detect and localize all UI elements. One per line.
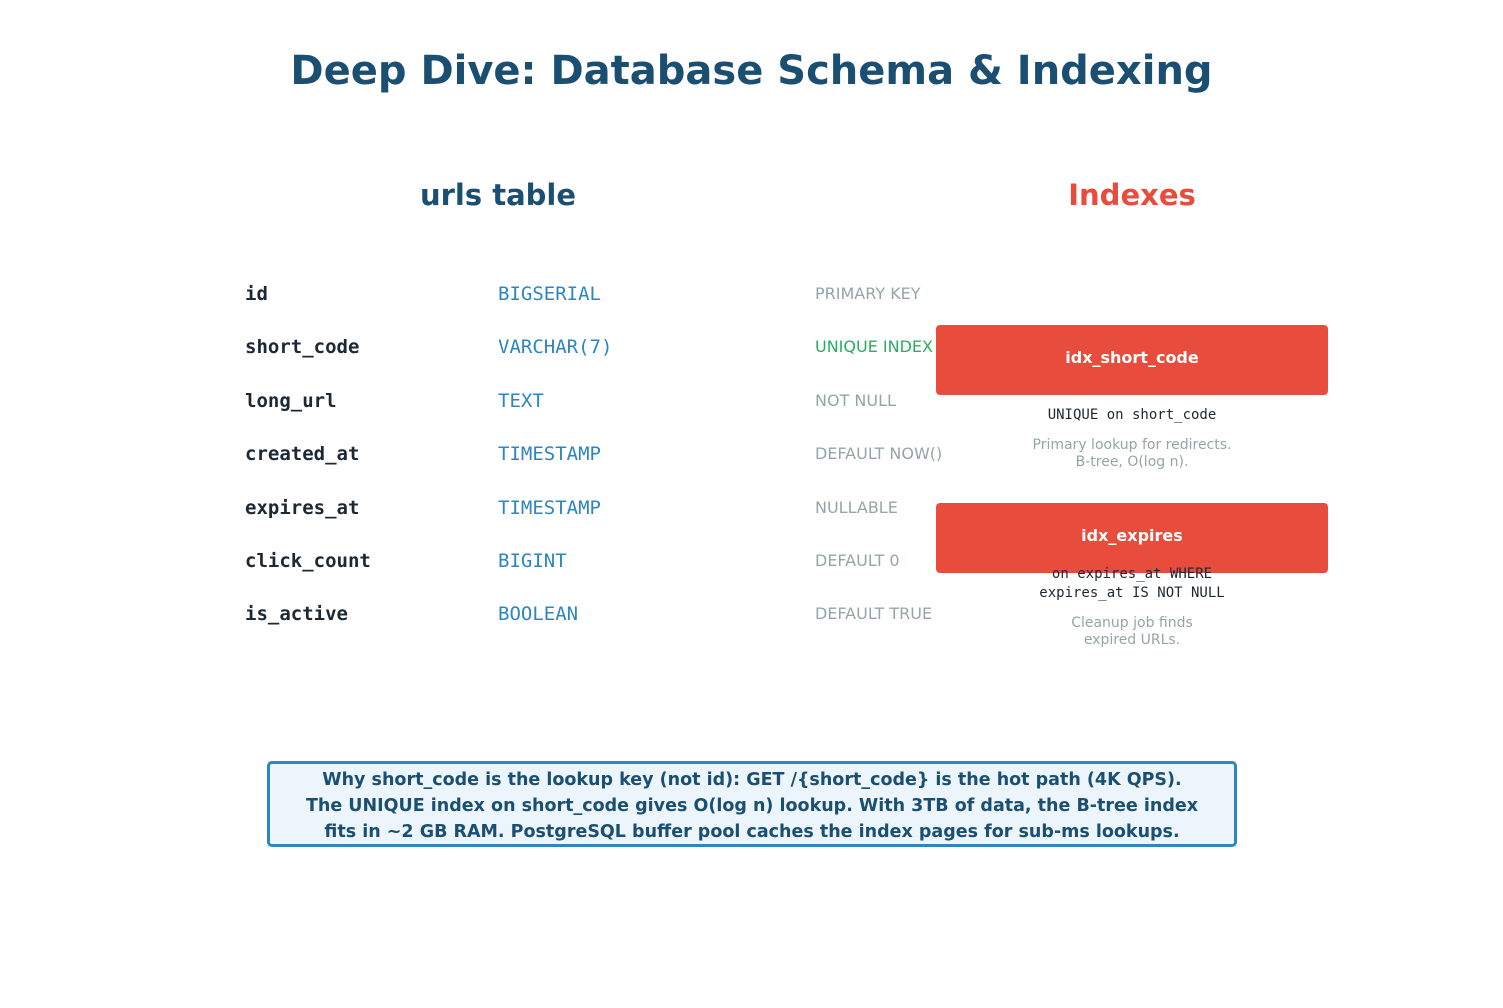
column-constraint: NOT NULL bbox=[815, 391, 896, 410]
column-name: short_code bbox=[245, 336, 360, 358]
table-section-title: urls table bbox=[419, 178, 577, 212]
index-description: Cleanup job finds expired URLs. bbox=[936, 615, 1328, 649]
column-name: is_active bbox=[245, 603, 348, 625]
index-card-expires: idx_expires bbox=[936, 503, 1328, 573]
index-section-title: Indexes bbox=[1068, 178, 1196, 212]
index-description-line: B-tree, O(log n). bbox=[1075, 454, 1189, 470]
table-row: long_url TEXT NOT NULL bbox=[0, 390, 1503, 420]
column-type: BIGINT bbox=[498, 550, 567, 572]
table-row: expires_at TIMESTAMP NULLABLE bbox=[0, 497, 1503, 527]
column-type: TIMESTAMP bbox=[498, 497, 601, 519]
table-row: is_active BOOLEAN DEFAULT TRUE bbox=[0, 603, 1503, 633]
page-title: Deep Dive: Database Schema & Indexing bbox=[290, 48, 1213, 94]
index-definition-line: on expires_at WHERE bbox=[1051, 566, 1213, 582]
column-name: id bbox=[245, 283, 268, 305]
column-name: long_url bbox=[245, 390, 337, 412]
index-description: Primary lookup for redirects. B-tree, O(… bbox=[936, 437, 1328, 471]
column-type: TEXT bbox=[498, 390, 544, 412]
column-constraint: PRIMARY KEY bbox=[815, 284, 921, 303]
column-constraint: NULLABLE bbox=[815, 498, 898, 517]
column-type: BOOLEAN bbox=[498, 603, 579, 625]
column-name: expires_at bbox=[245, 497, 360, 519]
column-type: TIMESTAMP bbox=[498, 443, 601, 465]
note-line: Why short_code is the lookup key (not id… bbox=[322, 770, 1182, 790]
index-name: idx_expires bbox=[1081, 526, 1183, 545]
table-row: id BIGSERIAL PRIMARY KEY bbox=[0, 283, 1503, 313]
note-text: Why short_code is the lookup key (not id… bbox=[270, 767, 1234, 845]
index-description-line: Primary lookup for redirects. bbox=[1032, 437, 1232, 453]
column-constraint: DEFAULT NOW() bbox=[815, 444, 943, 463]
note-line: fits in ~2 GB RAM. PostgreSQL buffer poo… bbox=[324, 822, 1180, 842]
index-definition: on expires_at WHERE expires_at IS NOT NU… bbox=[936, 565, 1328, 603]
table-row: created_at TIMESTAMP DEFAULT NOW() bbox=[0, 443, 1503, 473]
index-name: idx_short_code bbox=[1065, 348, 1199, 367]
explanation-note: Why short_code is the lookup key (not id… bbox=[267, 761, 1237, 847]
column-type: VARCHAR(7) bbox=[498, 336, 613, 358]
index-description-line: expired URLs. bbox=[1083, 632, 1181, 648]
index-definition-line: expires_at IS NOT NULL bbox=[1039, 585, 1225, 601]
index-card-short-code: idx_short_code bbox=[936, 325, 1328, 395]
column-name: click_count bbox=[245, 550, 371, 572]
index-definition-line: UNIQUE on short_code bbox=[1047, 407, 1217, 423]
column-type: BIGSERIAL bbox=[498, 283, 601, 305]
column-constraint: DEFAULT 0 bbox=[815, 551, 900, 570]
column-constraint: DEFAULT TRUE bbox=[815, 604, 933, 623]
table-row: click_count BIGINT DEFAULT 0 bbox=[0, 550, 1503, 580]
index-description-line: Cleanup job finds bbox=[1071, 615, 1193, 631]
index-definition: UNIQUE on short_code bbox=[936, 406, 1328, 425]
column-name: created_at bbox=[245, 443, 360, 465]
note-line: The UNIQUE index on short_code gives O(l… bbox=[305, 796, 1199, 816]
